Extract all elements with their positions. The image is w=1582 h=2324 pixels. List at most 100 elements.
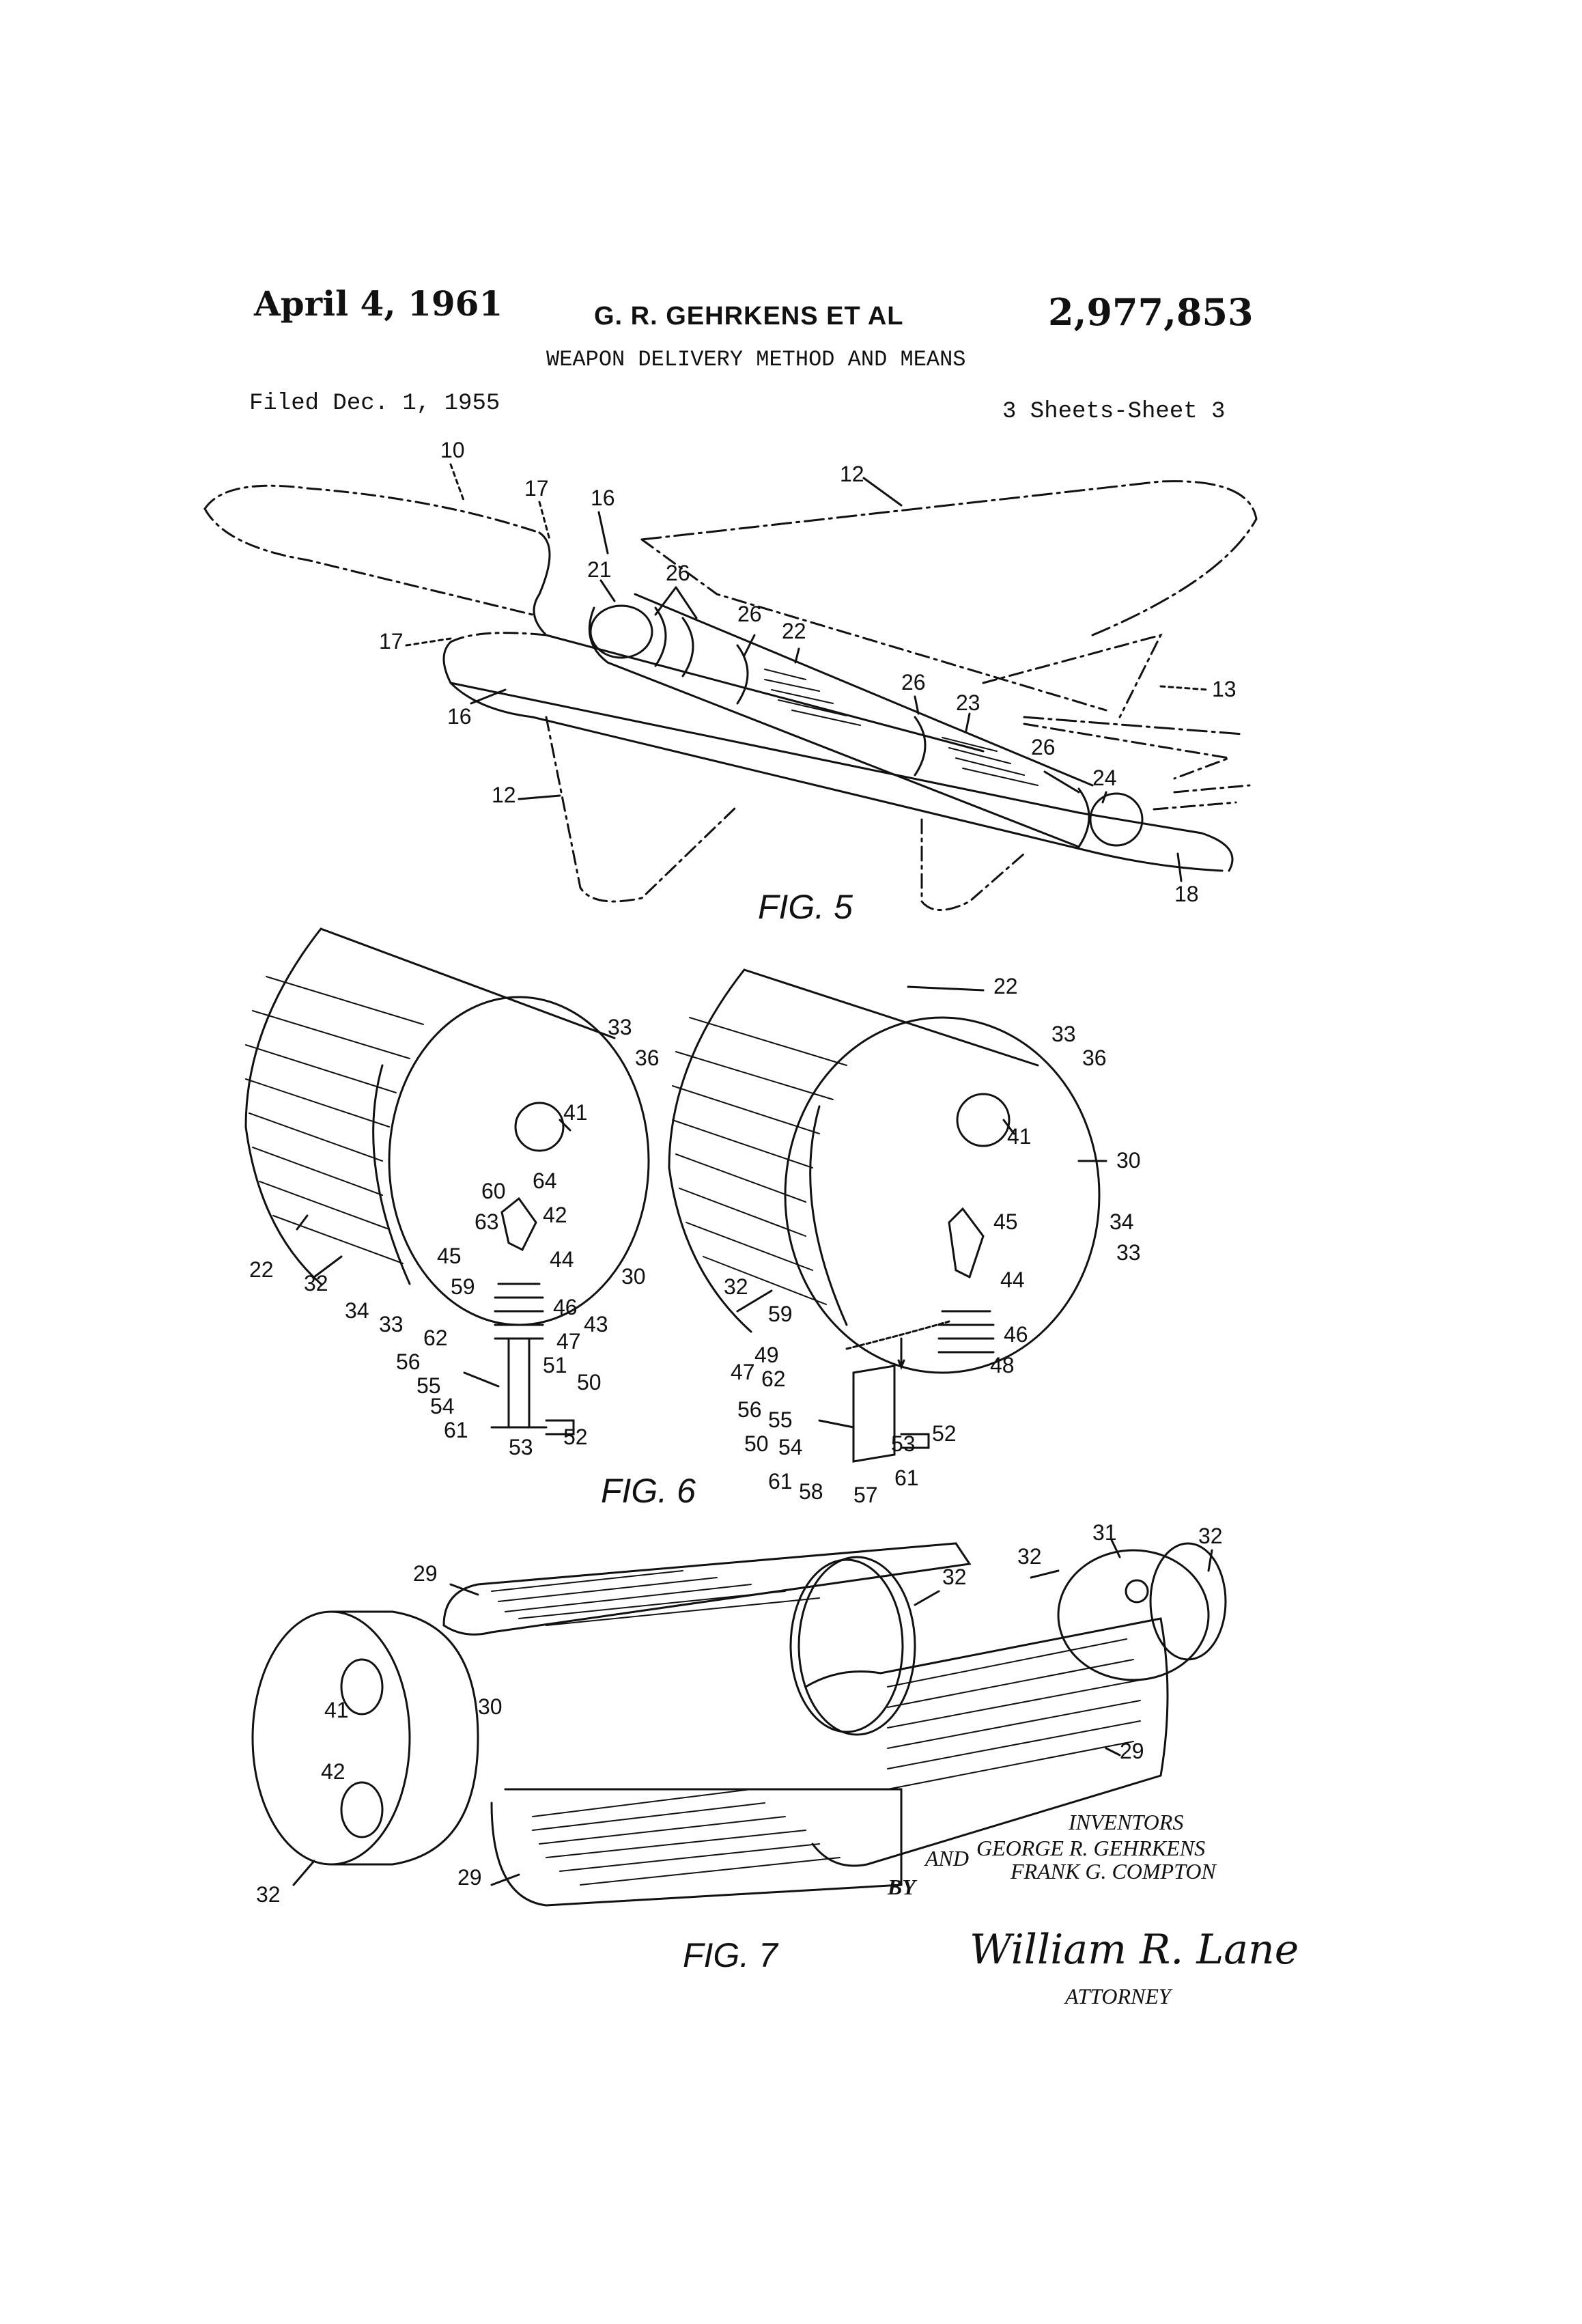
svg-text:47: 47 (556, 1329, 581, 1354)
svg-text:58: 58 (799, 1479, 823, 1504)
svg-text:32: 32 (942, 1565, 967, 1589)
svg-text:56: 56 (396, 1349, 421, 1374)
svg-text:46: 46 (1004, 1322, 1028, 1347)
svg-text:26: 26 (737, 602, 762, 626)
svg-text:51: 51 (543, 1353, 567, 1377)
svg-text:48: 48 (990, 1353, 1015, 1377)
fig5-label: FIG. 5 (758, 888, 853, 926)
svg-text:33: 33 (1051, 1022, 1076, 1046)
svg-text:36: 36 (1082, 1046, 1107, 1070)
svg-text:61: 61 (444, 1418, 468, 1442)
svg-text:45: 45 (993, 1209, 1018, 1234)
svg-text:29: 29 (457, 1865, 482, 1890)
svg-text:61: 61 (894, 1466, 919, 1490)
svg-text:52: 52 (563, 1425, 588, 1449)
svg-text:22: 22 (249, 1257, 274, 1282)
svg-text:30: 30 (478, 1694, 503, 1719)
svg-text:41: 41 (324, 1698, 349, 1722)
reference-numerals: 10 17 16 12 21 26 26 22 26 23 26 24 13 1… (249, 438, 1237, 1974)
svg-text:47: 47 (731, 1360, 755, 1384)
svg-text:18: 18 (1174, 882, 1199, 906)
svg-text:64: 64 (533, 1168, 557, 1193)
svg-text:60: 60 (481, 1179, 506, 1203)
inventor-name-1: GEORGE R. GEHRKENS (976, 1836, 1206, 1860)
svg-text:30: 30 (1116, 1148, 1141, 1173)
by-label: BY (888, 1875, 916, 1899)
svg-text:16: 16 (447, 704, 472, 729)
svg-text:57: 57 (853, 1483, 878, 1507)
svg-text:41: 41 (1007, 1124, 1032, 1149)
patent-title: WEAPON DELIVERY METHOD AND MEANS (546, 347, 966, 372)
svg-text:13: 13 (1212, 677, 1237, 701)
svg-text:32: 32 (724, 1274, 748, 1299)
svg-text:41: 41 (563, 1100, 588, 1125)
svg-text:56: 56 (737, 1397, 762, 1422)
svg-text:22: 22 (782, 619, 806, 643)
svg-text:24: 24 (1092, 766, 1117, 790)
svg-text:50: 50 (744, 1431, 769, 1456)
fig6-label: FIG. 6 (601, 1472, 696, 1510)
svg-text:26: 26 (901, 670, 926, 695)
svg-text:29: 29 (413, 1561, 438, 1586)
svg-text:31: 31 (1092, 1520, 1117, 1545)
svg-text:55: 55 (768, 1408, 793, 1432)
svg-text:53: 53 (509, 1435, 533, 1459)
svg-text:62: 62 (423, 1326, 448, 1350)
svg-text:23: 23 (956, 690, 980, 715)
patent-number: 2,977,853 (1048, 290, 1254, 334)
svg-text:46: 46 (553, 1295, 578, 1319)
fig5-aircraft (203, 463, 1258, 911)
svg-text:17: 17 (524, 476, 549, 501)
svg-text:49: 49 (754, 1343, 779, 1367)
svg-text:42: 42 (321, 1759, 345, 1784)
fig7-label: FIG. 7 (683, 1936, 779, 1974)
svg-text:16: 16 (591, 486, 615, 510)
attorney-signature: William R. Lane (970, 1926, 1299, 1974)
svg-text:44: 44 (1000, 1268, 1025, 1292)
svg-text:42: 42 (543, 1203, 567, 1227)
and-label: AND (925, 1846, 969, 1871)
svg-text:33: 33 (1116, 1240, 1141, 1265)
svg-text:32: 32 (1198, 1524, 1223, 1548)
inventor-name-2: FRANK G. COMPTON (1011, 1859, 1216, 1884)
svg-text:29: 29 (1120, 1739, 1144, 1763)
svg-text:34: 34 (345, 1298, 369, 1323)
svg-text:10: 10 (440, 438, 465, 462)
svg-text:33: 33 (379, 1312, 404, 1336)
svg-text:32: 32 (256, 1882, 281, 1907)
fig6-section-ends (244, 927, 1107, 1463)
svg-text:55: 55 (416, 1373, 441, 1398)
svg-text:32: 32 (304, 1271, 328, 1296)
svg-text:63: 63 (475, 1209, 499, 1234)
inventor-short: G. R. GEHRKENS ET AL (594, 302, 904, 331)
svg-text:22: 22 (993, 974, 1018, 998)
svg-text:12: 12 (840, 462, 864, 486)
filed-date: Filed Dec. 1, 1955 (249, 391, 500, 417)
svg-text:34: 34 (1110, 1209, 1134, 1234)
svg-text:21: 21 (587, 557, 612, 582)
svg-text:52: 52 (932, 1421, 957, 1446)
svg-text:33: 33 (608, 1015, 632, 1039)
svg-text:62: 62 (761, 1367, 786, 1391)
sheet-count: 3 Sheets-Sheet 3 (1002, 399, 1226, 425)
svg-text:26: 26 (1031, 735, 1056, 759)
attorney-label: ATTORNEY (1065, 1984, 1171, 2008)
svg-text:53: 53 (891, 1431, 916, 1456)
svg-text:32: 32 (1017, 1544, 1042, 1569)
inventors-label: INVENTORS (1069, 1810, 1184, 1834)
svg-text:61: 61 (768, 1469, 793, 1494)
svg-text:50: 50 (577, 1370, 602, 1395)
svg-text:45: 45 (437, 1244, 462, 1268)
patent-date: April 4, 1961 (254, 283, 503, 324)
svg-text:54: 54 (430, 1394, 455, 1418)
svg-text:54: 54 (778, 1435, 803, 1459)
svg-text:17: 17 (379, 629, 404, 654)
fig7-exploded-shell (251, 1539, 1227, 1907)
svg-text:36: 36 (635, 1046, 660, 1070)
svg-text:26: 26 (666, 561, 690, 585)
svg-text:59: 59 (451, 1274, 475, 1299)
svg-text:44: 44 (550, 1247, 574, 1272)
svg-text:30: 30 (621, 1264, 646, 1289)
svg-text:59: 59 (768, 1302, 793, 1326)
